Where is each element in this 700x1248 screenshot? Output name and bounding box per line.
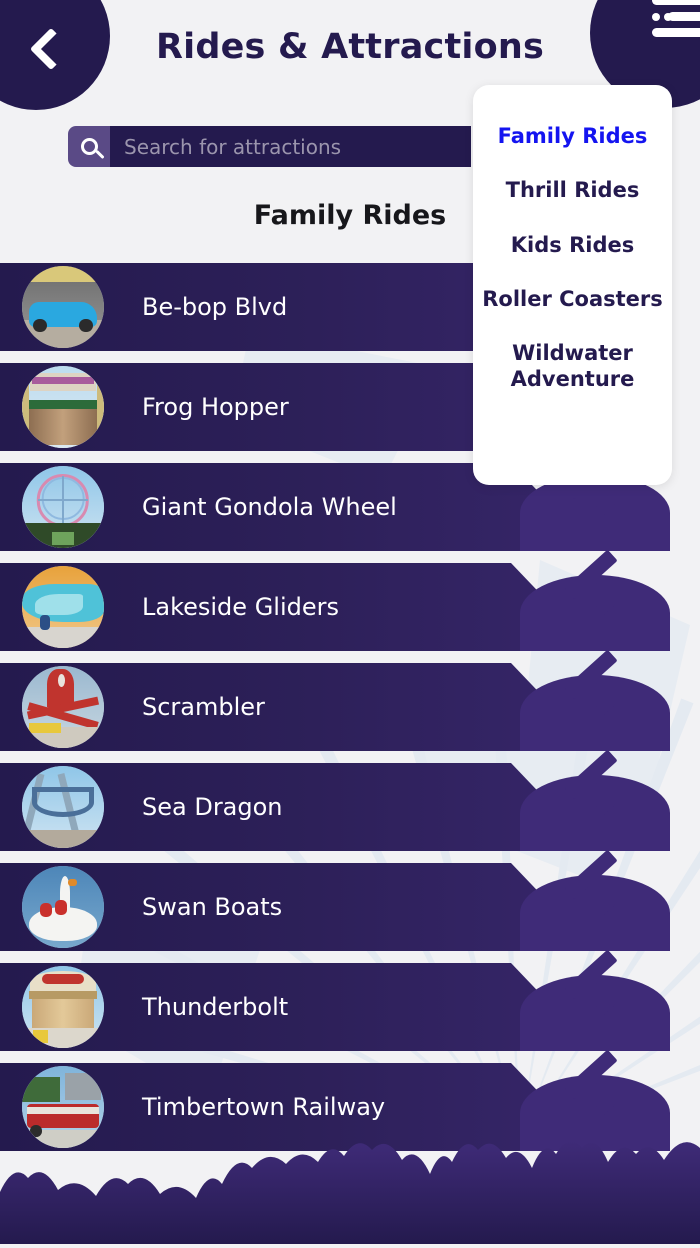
ride-list-item[interactable]: Lakeside Gliders — [0, 549, 700, 651]
dropdown-item-family-rides[interactable]: Family Rides — [497, 124, 648, 148]
swan-boat-photo — [22, 866, 104, 948]
ride-list-item[interactable]: Timbertown Railway — [0, 1049, 700, 1151]
ride-list-item[interactable]: Thunderbolt — [0, 949, 700, 1051]
ride-thumbnail — [22, 966, 104, 1048]
ride-list-item[interactable]: Scrambler — [0, 649, 700, 751]
classic-car-ride-photo — [22, 266, 104, 348]
train-ride-photo — [22, 1066, 104, 1148]
ride-thumbnail — [22, 1066, 104, 1148]
search-button[interactable] — [68, 126, 110, 167]
ride-thumbnail — [22, 466, 104, 548]
ride-name-label: Be-bop Blvd — [142, 293, 288, 321]
ride-thumbnail — [22, 566, 104, 648]
ride-thumbnail — [22, 266, 104, 348]
search-bar — [68, 126, 471, 167]
ride-list-item[interactable]: Sea Dragon — [0, 749, 700, 851]
ride-thumbnail — [22, 766, 104, 848]
dropdown-item-thrill-rides[interactable]: Thrill Rides — [505, 178, 640, 203]
page-title: Rides & Attractions — [156, 27, 544, 67]
ride-name-label: Scrambler — [142, 693, 265, 721]
ride-name-label: Timbertown Railway — [142, 1093, 386, 1121]
frog-hopper-tower-photo — [22, 366, 104, 448]
ride-name-label: Thunderbolt — [142, 993, 289, 1021]
ride-list-item[interactable]: Swan Boats — [0, 849, 700, 951]
ferris-wheel-photo — [22, 466, 104, 548]
scrambler-ride-photo — [22, 666, 104, 748]
ride-name-label: Frog Hopper — [142, 393, 289, 421]
search-icon — [80, 138, 98, 155]
ride-thumbnail — [22, 366, 104, 448]
dropdown-item-roller-coasters[interactable]: Roller Coasters — [482, 286, 663, 311]
hamburger-menu-icon — [652, 0, 700, 38]
app-header: Rides & Attractions — [0, 0, 700, 112]
ride-thumbnail — [22, 666, 104, 748]
menu-bar-top — [652, 0, 700, 5]
glider-ride-photo — [22, 566, 104, 648]
ride-name-label: Swan Boats — [142, 893, 283, 921]
ride-name-label: Sea Dragon — [142, 793, 283, 821]
dropdown-item-kids-rides[interactable]: Kids Rides — [510, 232, 635, 257]
ride-name-label: Giant Gondola Wheel — [142, 493, 397, 521]
menu-bar-middle — [668, 12, 700, 21]
dropdown-item-wildwater-adventure[interactable]: Wildwater Adventure — [510, 341, 635, 392]
search-input[interactable] — [110, 126, 471, 167]
bottom-decoration — [0, 1134, 700, 1244]
menu-bar-bottom — [652, 28, 700, 37]
carousel-pavilion-photo — [22, 966, 104, 1048]
ride-thumbnail — [22, 866, 104, 948]
menu-dot-1 — [652, 13, 660, 21]
section-title: Family Rides — [253, 200, 447, 231]
ride-name-label: Lakeside Gliders — [142, 593, 339, 621]
swinging-ship-photo — [22, 766, 104, 848]
